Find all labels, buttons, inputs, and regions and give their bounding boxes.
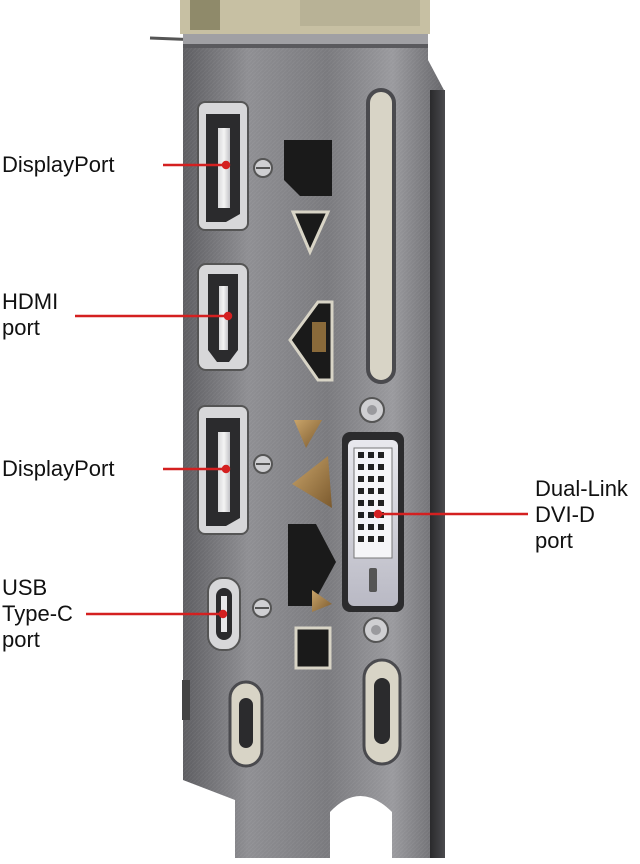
leader-dot-displayport-top — [221, 160, 231, 170]
vent-cutouts — [284, 140, 336, 670]
dvi-d-connector — [342, 397, 404, 643]
bracket-bottom-slots — [182, 658, 402, 768]
label-dvi-d: Dual-Link DVI-D port — [535, 476, 628, 553]
leader-lines — [75, 160, 528, 619]
vent-slot — [366, 88, 396, 384]
leader-dot-usb-c — [218, 609, 228, 619]
leader-dot-dvi-d — [373, 509, 383, 519]
label-hdmi: HDMI port — [2, 289, 59, 340]
label-usb-c: USB Type-C port — [2, 575, 73, 652]
leader-dot-displayport-bottom — [221, 464, 231, 474]
pcb-top — [149, 0, 430, 42]
label-displayport-top: DisplayPort — [2, 152, 115, 177]
leader-dot-hdmi — [223, 311, 233, 321]
label-displayport-bottom: DisplayPort — [2, 456, 115, 481]
